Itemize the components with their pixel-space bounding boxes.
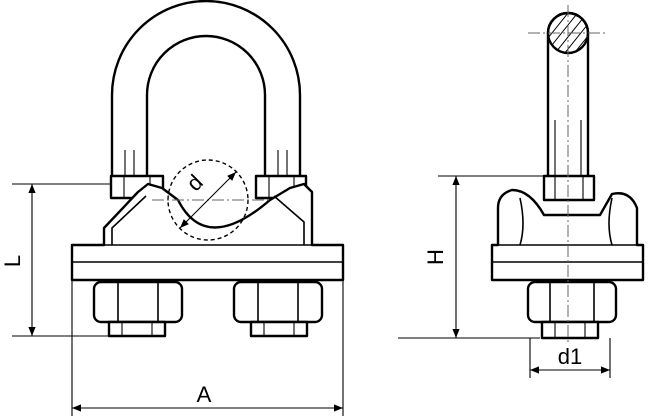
diameter-label: d [182,170,208,196]
dimension-d: d [179,170,237,229]
front-view: d L A [0,0,345,416]
dimension-a: A [71,280,344,416]
height-label: H [423,249,448,265]
nut-side [526,280,618,340]
u-bolt [110,0,302,187]
thread-diameter-label: d1 [558,344,582,369]
length-label: L [0,255,25,267]
dimension-h: H [398,175,546,339]
rod [546,11,590,182]
width-label: A [197,382,212,407]
dimension-d1: d1 [529,338,611,378]
side-view: H d1 [398,5,645,378]
nuts [92,280,324,338]
dimension-l: L [0,183,112,337]
